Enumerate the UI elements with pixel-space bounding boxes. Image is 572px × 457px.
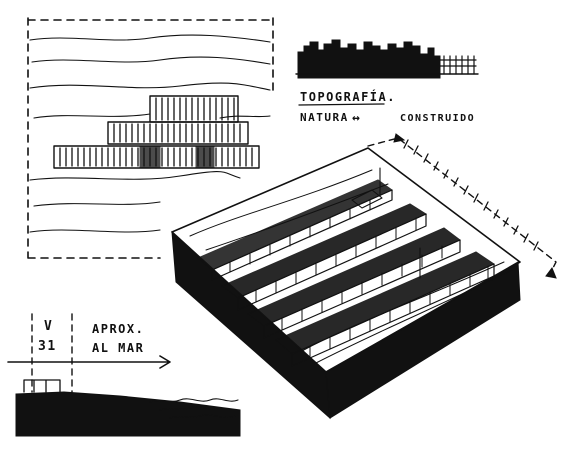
building-block-lower bbox=[53, 145, 260, 169]
section-sketch: V 31 APROX. AL MAR bbox=[7, 313, 241, 437]
double-arrow-icon: ↔ bbox=[352, 111, 361, 126]
section-terrain bbox=[15, 391, 241, 437]
aprox-label: APROX. bbox=[92, 322, 144, 336]
topografia-title: TOPOGRAFÍA. bbox=[300, 89, 396, 104]
dimension-arrowhead-top bbox=[393, 133, 406, 143]
v-label: V bbox=[44, 319, 53, 334]
building-row-4 bbox=[275, 251, 496, 367]
top-left-sketch-panel bbox=[27, 17, 274, 259]
model-top-surface bbox=[171, 147, 521, 373]
right-arrow-icon bbox=[7, 355, 171, 369]
construido-label: CONSTRUIDO bbox=[400, 113, 475, 124]
dimension-arrowhead-bottom bbox=[545, 266, 557, 279]
building-row-1 bbox=[197, 167, 394, 281]
building-block-upper bbox=[149, 95, 239, 123]
terrain-hatching bbox=[403, 139, 539, 251]
building-row-2 bbox=[221, 203, 428, 311]
sea-waves bbox=[149, 398, 239, 419]
reference-dashed-lines bbox=[31, 313, 73, 393]
v-number: 31 bbox=[38, 339, 57, 354]
dashed-frame bbox=[27, 17, 274, 259]
natura-label: NATURA bbox=[300, 111, 349, 124]
title-underline bbox=[298, 103, 385, 106]
building-block-middle bbox=[107, 121, 249, 145]
isometric-site-model bbox=[171, 133, 557, 420]
al-mar-label: AL MAR bbox=[92, 341, 144, 355]
dimension-dashes bbox=[367, 137, 557, 279]
section-building bbox=[23, 379, 61, 393]
contour-lines bbox=[29, 34, 271, 233]
skyline-icon bbox=[295, 39, 479, 79]
building-row-3 bbox=[247, 227, 461, 339]
